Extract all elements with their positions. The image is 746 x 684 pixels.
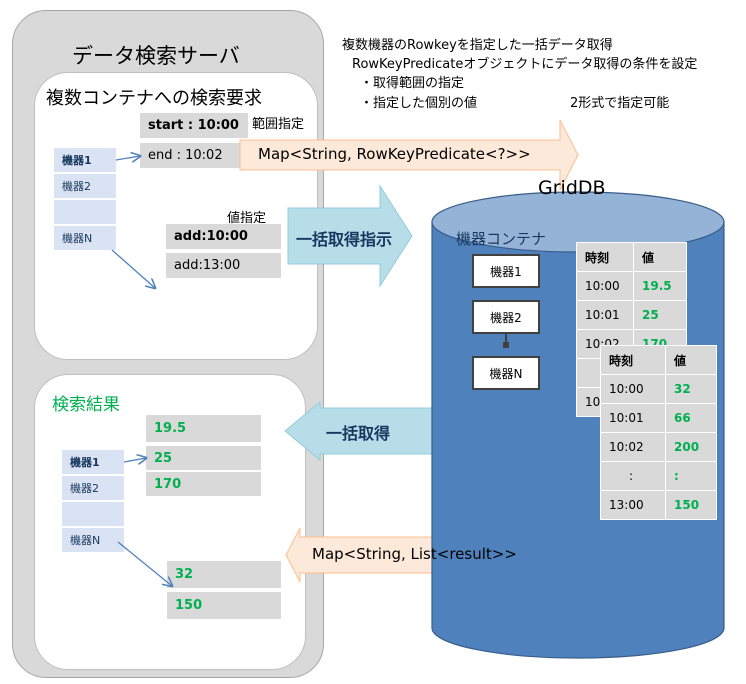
connector-line	[123, 458, 146, 462]
container-node-1: 機器1	[472, 254, 540, 288]
table-row: 10:01 25	[576, 300, 687, 330]
device-n: 機器N	[54, 226, 116, 250]
bulk-fetch-instruct-text: 一括取得指示	[296, 230, 393, 249]
note-line-3: ・取得範囲の指定	[360, 76, 465, 91]
note-line-4: ・指定した個別の値	[360, 96, 478, 111]
table-cell-value: 66	[665, 403, 717, 433]
device-1: 機器1	[54, 148, 116, 172]
result-value: 25	[146, 446, 261, 470]
connector-line	[115, 156, 140, 160]
connector-line	[111, 249, 155, 288]
container-label: 機器コンテナ	[456, 230, 547, 248]
note-line-2: RowKeyPredicateオブジェクトにデータ取得の条件を設定	[352, 57, 698, 72]
map-result-text: Map<String, List<result>>	[312, 545, 517, 563]
table-header: 時刻	[576, 242, 634, 272]
table-row: 10:01 66	[600, 403, 717, 433]
table-row: 13:00 150	[600, 490, 717, 520]
table-row: 10:00 19.5	[576, 271, 687, 301]
table-cell-time: 10:00	[600, 374, 666, 404]
server-title: データ検索サーバ	[72, 44, 240, 68]
container-table-2: 時刻 値 10:00 32 10:01 66 10:02 200 : : 13:…	[600, 345, 717, 520]
table-cell-time: 10:02	[600, 432, 666, 462]
container-node-2: 機器2	[472, 300, 540, 334]
table-cell-value: 150	[665, 490, 717, 520]
node-dot	[503, 342, 509, 348]
value-label: 値指定	[227, 211, 267, 226]
map-predicate-text: Map<String, RowKeyPredicate<?>>	[258, 145, 531, 163]
range-end: end : 10:02	[140, 143, 240, 168]
table-cell-time: 10:01	[600, 403, 666, 433]
device-2: 機器2	[54, 174, 116, 198]
value-add-1: add:10:00	[166, 224, 281, 249]
note-line-5: 2形式で指定可能	[570, 96, 670, 111]
result-device-1: 機器1	[62, 450, 124, 474]
table-cell-value: 32	[665, 374, 717, 404]
device-spacer	[54, 200, 116, 224]
table-cell-value: 25	[633, 300, 687, 330]
bulk-fetch-instruct-arrow	[287, 184, 413, 288]
note-line-1: 複数機器のRowkeyを指定した一括データ取得	[342, 38, 613, 53]
result-device-2: 機器2	[62, 476, 124, 500]
value-add-2: add:13:00	[166, 253, 281, 278]
table-header: 時刻	[600, 345, 666, 375]
table-row: : :	[600, 461, 717, 491]
range-label: 範囲指定	[252, 117, 305, 132]
bulk-fetch-arrow	[284, 400, 433, 462]
result-device-spacer	[62, 502, 124, 526]
table-header: 値	[633, 242, 687, 272]
table-cell-time: :	[600, 461, 666, 491]
table-cell-time: 13:00	[600, 490, 666, 520]
result-value: 19.5	[146, 415, 261, 442]
result-value: 170	[146, 472, 261, 496]
range-start: start : 10:00	[140, 113, 248, 138]
result-value: 150	[167, 592, 281, 619]
bulk-fetch-text: 一括取得	[326, 424, 391, 443]
table-cell-value: :	[665, 461, 717, 491]
table-cell-time: 10:00	[576, 271, 634, 301]
result-title: 検索結果	[52, 395, 120, 415]
request-title: 複数コンテナへの検索要求	[46, 88, 262, 109]
result-value: 32	[167, 561, 281, 588]
table-cell-time: 10:01	[576, 300, 634, 330]
connector-line	[117, 541, 172, 586]
table-cell-value: 200	[665, 432, 717, 462]
container-node-n: 機器N	[472, 356, 540, 390]
table-row: 10:02 200	[600, 432, 717, 462]
griddb-title: GridDB	[538, 177, 606, 199]
result-device-n: 機器N	[62, 528, 124, 552]
table-cell-value: 19.5	[633, 271, 687, 301]
map-predicate-arrow	[239, 119, 579, 191]
table-header: 値	[665, 345, 717, 375]
table-row: 10:00 32	[600, 374, 717, 404]
